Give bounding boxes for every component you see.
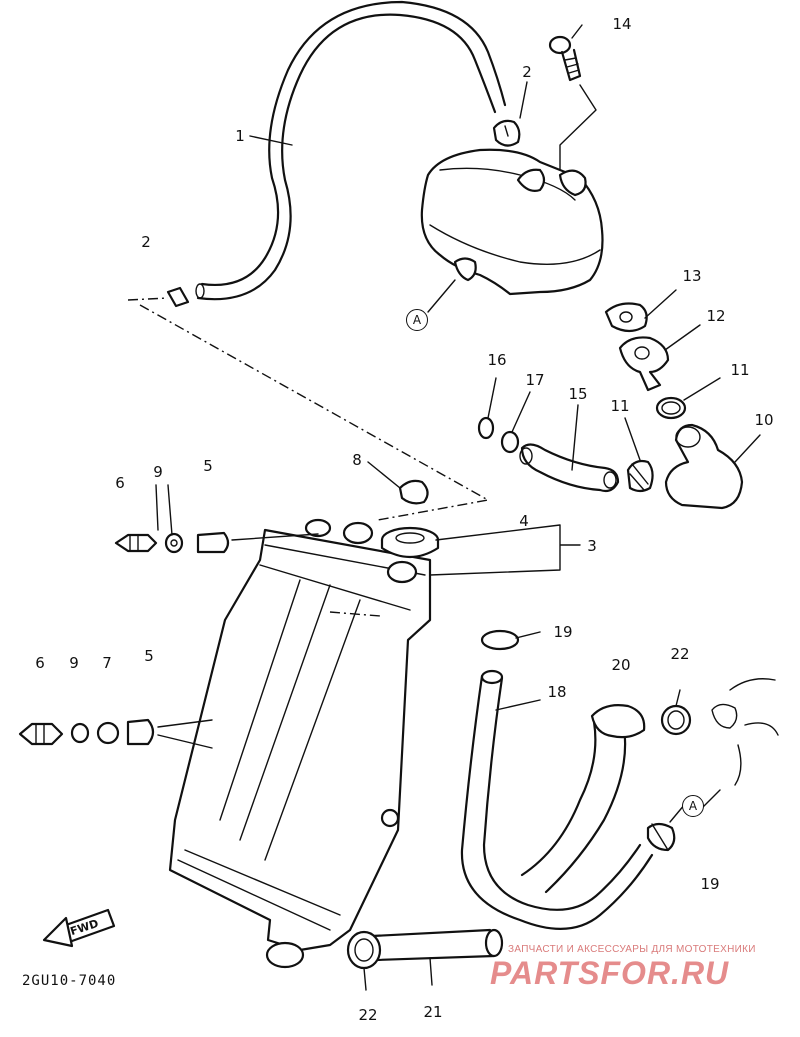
ref-mark-a-lower: A [682, 795, 704, 817]
watermark-brand: PARTSFOR.RU [490, 955, 730, 991]
callout-21: 21 [423, 1003, 443, 1021]
callout-9-upper: 9 [153, 463, 163, 481]
fitting-12 [618, 324, 701, 392]
gasket-13 [604, 289, 677, 333]
clamp-11-right [655, 377, 721, 420]
callout-22-right: 22 [670, 645, 690, 663]
callout-12: 12 [706, 307, 726, 325]
engine-outlet [699, 678, 779, 811]
leader-dashdot [127, 297, 491, 521]
callout-4: 4 [519, 512, 529, 530]
pipe-15 [519, 404, 620, 493]
grommet-8 [367, 461, 429, 505]
clamp-11-left [624, 417, 654, 493]
callout-6-upper: 6 [115, 474, 125, 492]
callout-5-lower: 5 [144, 647, 154, 665]
hose-1 [195, 0, 507, 301]
hose-18 [460, 669, 654, 930]
radiator-cap-4 [380, 526, 440, 559]
callout-3: 3 [587, 537, 597, 555]
leader-14 [559, 84, 597, 171]
clamp-2-top [492, 119, 521, 147]
clamp-2-left [166, 286, 190, 308]
callout-1: 1 [235, 127, 245, 145]
callout-9-lower: 9 [69, 654, 79, 672]
reservoir-tank [420, 148, 604, 296]
callout-2-top: 2 [522, 63, 532, 81]
o-ring-17 [500, 430, 520, 454]
hose-21 [370, 928, 504, 986]
callout-8: 8 [352, 451, 362, 469]
callout-19-lower: 19 [700, 875, 720, 893]
callout-20: 20 [611, 656, 631, 674]
hose-20 [520, 704, 646, 894]
o-ring-16 [477, 416, 495, 440]
ref-mark-a-upper: A [406, 309, 428, 331]
callout-11-right: 11 [730, 361, 750, 379]
clamp-22-right [660, 689, 692, 736]
callout-15: 15 [568, 385, 588, 403]
bolt-set-upper [114, 531, 319, 554]
watermark-caption: ЗАПЧАСТИ И АКСЕССУАРЫ ДЛЯ МОТОТЕХНИКИ [508, 944, 756, 955]
leader-3 [429, 524, 581, 576]
callout-22-lower: 22 [358, 1006, 378, 1024]
clamp-19-lower [646, 822, 676, 852]
callout-6-lower: 6 [35, 654, 45, 672]
hose-10 [664, 423, 761, 510]
radiator [168, 518, 432, 969]
callout-13: 13 [682, 267, 702, 285]
callout-11-left: 11 [610, 397, 630, 415]
diagram-code: 2GU10-7040 [22, 973, 117, 989]
callout-14: 14 [612, 15, 632, 33]
callout-16: 16 [487, 351, 507, 369]
callout-7: 7 [102, 654, 112, 672]
bolt-set-lower [18, 718, 213, 749]
callout-2-left: 2 [141, 233, 151, 251]
fwd-arrow [42, 908, 116, 948]
callout-17: 17 [525, 371, 545, 389]
clamp-22-lower [346, 930, 382, 991]
bolt-14 [548, 35, 582, 82]
callout-10: 10 [754, 411, 774, 429]
clamp-19-upper [480, 629, 541, 651]
callout-5-upper: 5 [203, 457, 213, 475]
callout-18: 18 [547, 683, 567, 701]
callout-19-upper: 19 [553, 623, 573, 641]
